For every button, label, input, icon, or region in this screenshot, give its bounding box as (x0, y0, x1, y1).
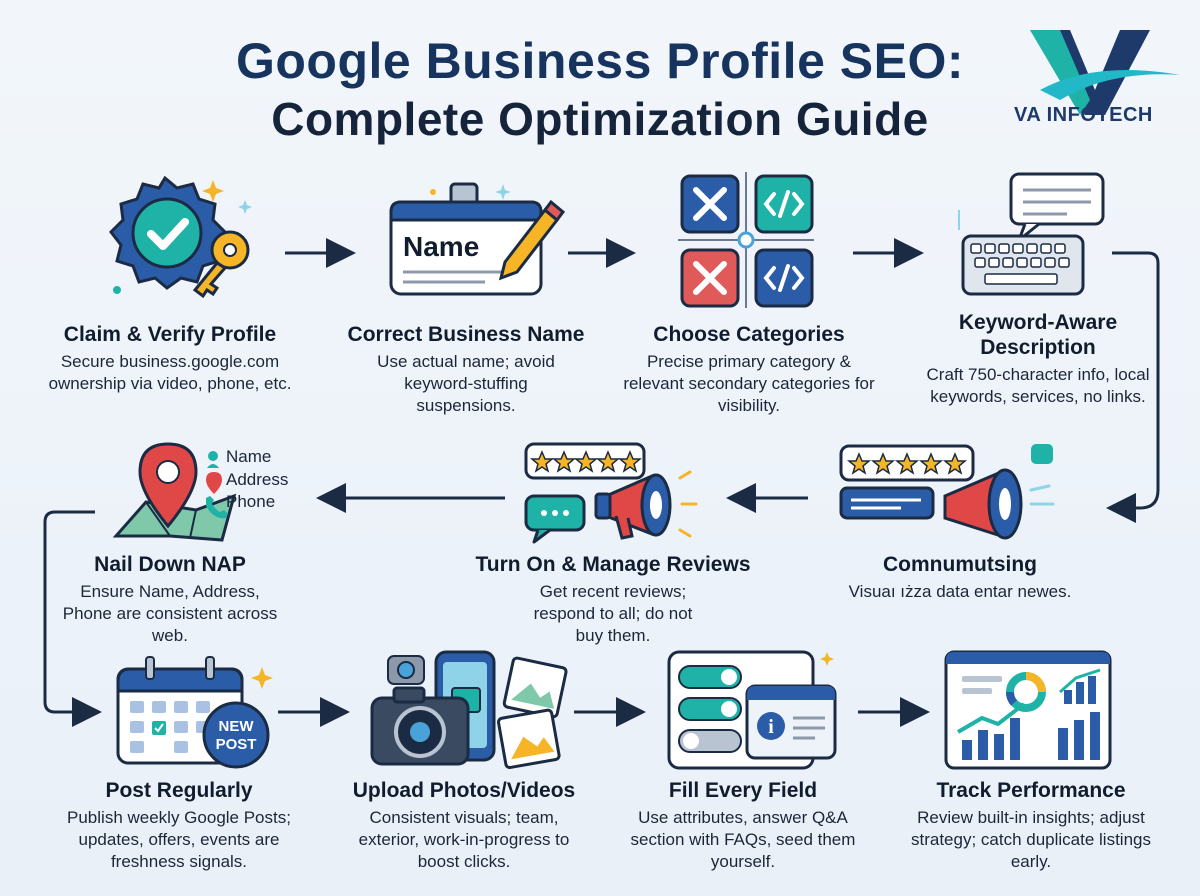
step-nap: Nail Down NAP Ensure Name, Address, Phon… (40, 552, 300, 647)
step-categories: Choose Categories Precise primary catego… (618, 322, 880, 417)
step-description: Craft 750-character info, local keywords… (926, 365, 1150, 406)
nap-phone-label: Phone (226, 492, 275, 511)
brand-name: VA INFOTECH (1014, 104, 1153, 126)
step-title: Track Performance (936, 779, 1126, 802)
nap-name-label: Name (226, 447, 271, 466)
step-description: Review built-in insights; adjust strateg… (910, 808, 1151, 871)
map-pin-icon: Name Address Phone (112, 442, 288, 542)
step-title: Claim & Verify Profile (63, 323, 277, 346)
arrow-4-5 (1106, 251, 1160, 523)
step-post-regularly: Post Regularly Publish weekly Google Pos… (40, 778, 318, 873)
step-title: Upload Photos/Videos (352, 779, 576, 802)
analytics-dashboard-icon (944, 650, 1112, 770)
step-photos-videos: Upload Photos/Videos Consistent visuals;… (330, 778, 598, 873)
step-comnumutsing: Comnumutsing Visuaı ıżza data entar newe… (810, 552, 1110, 603)
step-description: Publish weekly Google Posts; updates, of… (67, 808, 291, 871)
verified-badge-key-icon (109, 175, 252, 299)
step-business-name: Correct Business Name Use actual name; a… (326, 322, 606, 417)
step-track-performance: Track Performance Review built-in insigh… (896, 778, 1166, 873)
step-title: Comnumutsing (883, 553, 1037, 576)
calendar-new-post-icon: NEW POST (116, 656, 273, 769)
new-post-badge-line1: NEW (219, 718, 255, 735)
step-description-keywords: Keyword-Aware Description Craft 750-char… (908, 310, 1168, 408)
step-title: Choose Categories (653, 323, 845, 346)
step-description: Ensure Name, Address, Phone are consiste… (62, 582, 278, 645)
step-claim-verify: Claim & Verify Profile Secure business.g… (40, 322, 300, 395)
star-rating-megaphone-icon (524, 442, 698, 544)
step-description: Secure business.google.com ownership via… (48, 352, 292, 393)
va-infotech-logo (1030, 30, 1180, 115)
name-badge-text: Name (403, 231, 479, 262)
page-title: Google Business Profile SEO: (235, 33, 965, 89)
step-title: Keyword-Aware Description (958, 311, 1118, 359)
arrow-7-8 (43, 510, 102, 727)
step-fill-fields: Fill Every Field Use attributes, answer … (612, 778, 874, 873)
camera-phone-photos-icon (370, 650, 568, 770)
step-description: Precise primary category & relevant seco… (623, 352, 875, 415)
step-description: Visuaı ıżza data entar newes. (848, 582, 1072, 601)
keyboard-chat-icon (958, 172, 1105, 296)
svg-text:i: i (768, 716, 774, 738)
step-title: Turn On & Manage Reviews (475, 553, 751, 576)
step-description: Get recent reviews; respond to all; do n… (533, 582, 693, 645)
step-title: Correct Business Name (347, 323, 585, 346)
reviews-megaphone-icon (839, 444, 1055, 540)
new-post-badge-line2: POST (216, 736, 257, 753)
nap-address-label: Address (226, 470, 288, 489)
page-subtitle: Complete Optimization Guide (271, 93, 929, 145)
category-grid-icon (678, 172, 814, 308)
form-toggles-info-icon: i (667, 650, 837, 770)
step-reviews: Turn On & Manage Reviews Get recent revi… (458, 552, 768, 647)
step-title: Fill Every Field (668, 779, 818, 802)
name-badge-pencil-icon: Name (389, 182, 566, 296)
step-description: Use actual name; avoid keyword-stuffing … (377, 352, 555, 415)
step-description: Use attributes, answer Q&A section with … (630, 808, 856, 871)
step-description: Consistent visuals; team, exterior, work… (358, 808, 570, 871)
step-title: Nail Down NAP (94, 553, 246, 576)
step-title: Post Regularly (105, 779, 253, 802)
